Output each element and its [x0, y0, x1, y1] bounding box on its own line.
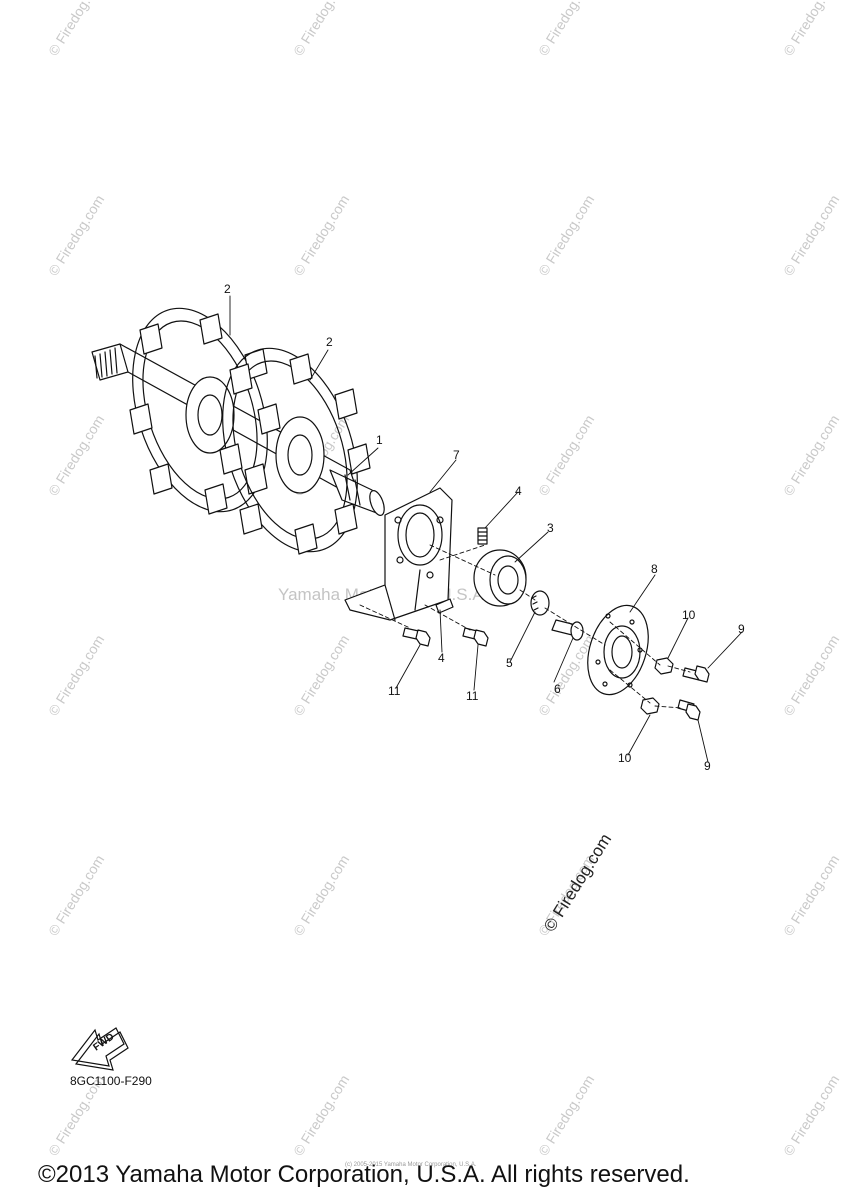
figure-code: 8GC1100-F290	[70, 1074, 152, 1088]
sprocket-wheel-right	[219, 347, 371, 555]
callout-6: 6	[554, 682, 561, 696]
copyright-notice: ©2013 Yamaha Motor Corporation, U.S.A. A…	[38, 1161, 690, 1188]
callout-5: 5	[506, 656, 513, 670]
callout-4a: 4	[515, 484, 522, 498]
nut-10-upper	[654, 657, 674, 675]
collar	[530, 590, 550, 616]
callout-10b: 10	[618, 751, 632, 765]
callout-7: 7	[453, 448, 460, 462]
bearing-housing-bracket	[344, 487, 453, 621]
fwd-arrow-icon	[70, 1027, 129, 1071]
callout-3: 3	[547, 521, 554, 535]
bearing	[473, 549, 527, 607]
tiny-copyright: (c) 2005-2015 Yamaha Motor Corporation, …	[345, 1162, 477, 1168]
callout-9b: 9	[704, 759, 711, 773]
set-screw-bottom	[435, 598, 454, 614]
bolt-9-lower	[677, 699, 701, 721]
callout-leaders	[229, 295, 743, 763]
callout-8: 8	[651, 562, 658, 576]
callout-11b: 11	[466, 689, 479, 703]
bolt-11-right	[462, 627, 489, 647]
bolt-6	[551, 619, 584, 641]
callout-2b: 2	[326, 335, 333, 349]
callout-2a: 2	[224, 282, 231, 296]
callout-9a: 9	[738, 622, 745, 636]
nut-10-lower	[640, 697, 660, 715]
sprocket-wheel-left	[129, 307, 281, 515]
drive-axle-shaft	[91, 343, 385, 516]
bearing-flange	[587, 604, 649, 696]
bolt-11-left	[402, 627, 431, 647]
callout-1: 1	[376, 433, 383, 447]
callout-4b: 4	[438, 651, 445, 665]
set-screw-top	[477, 527, 488, 545]
callout-10a: 10	[682, 608, 696, 622]
assembly-guide-lines	[359, 544, 691, 709]
bolt-9-upper	[682, 665, 710, 683]
callout-11a: 11	[388, 684, 401, 698]
